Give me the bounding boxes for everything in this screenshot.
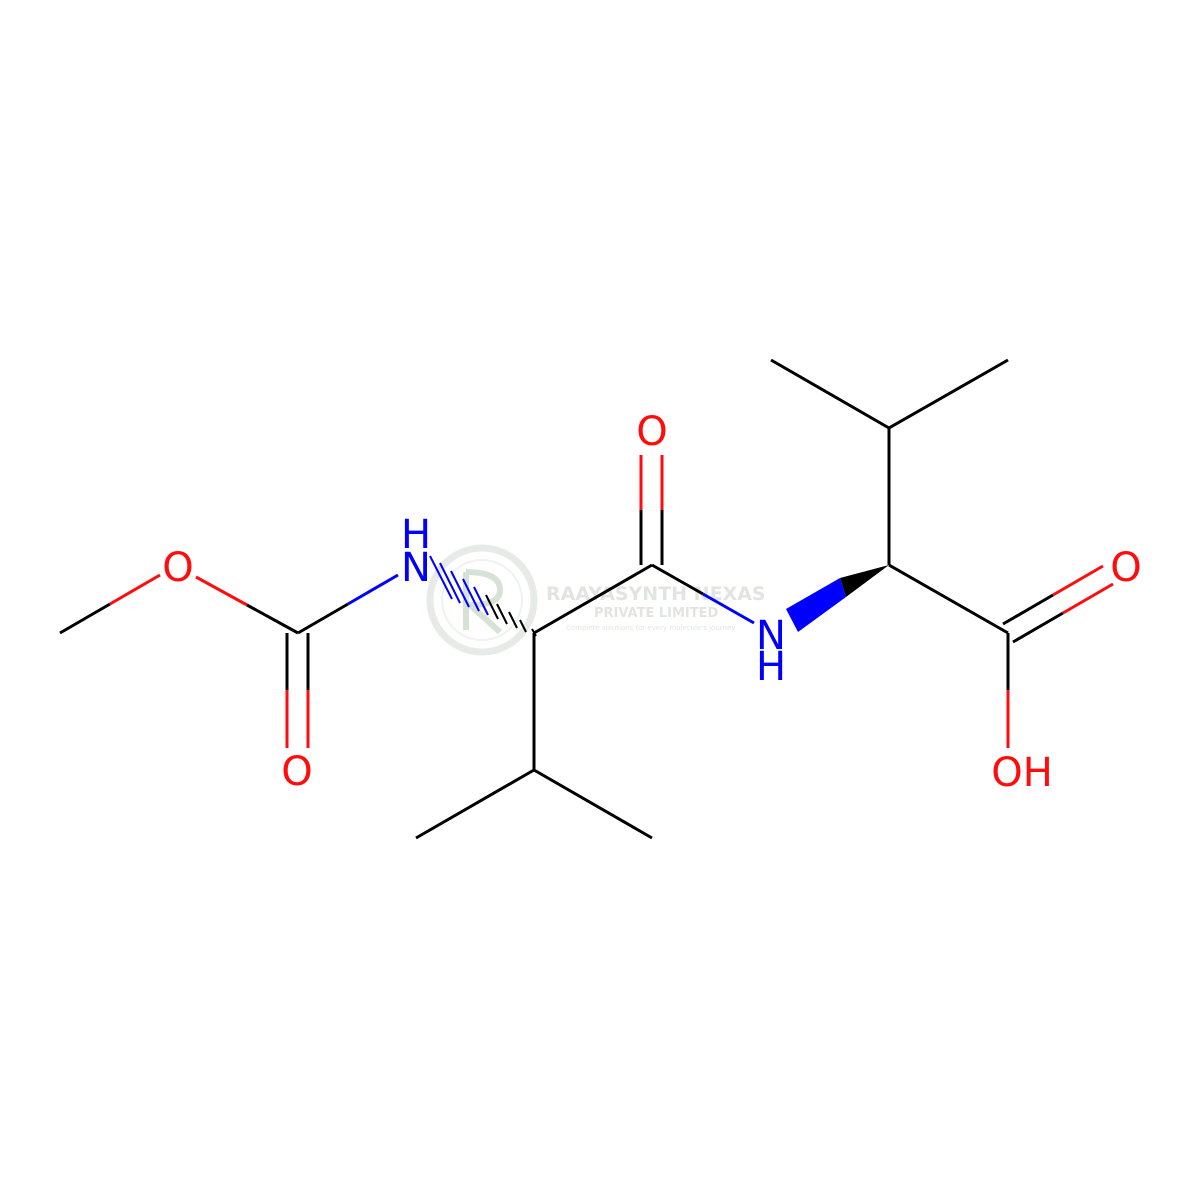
bond-acid-dbl-2b (1062, 582, 1114, 615)
atom-nitrogen-left: N (401, 545, 431, 591)
bond-oxygen-carbamate-a (195, 575, 248, 607)
atom-hydrogen-right: H (756, 644, 786, 690)
atom-hydrogen-left: H (401, 512, 431, 558)
bond-amide-nitrogen-a (651, 563, 704, 596)
solid-wedge-bond (786, 565, 889, 632)
bond-carbamate-nitrogen-a (297, 602, 349, 635)
bond-alpha-amide-carbon (533, 563, 653, 635)
atom-oxygen-amide: O (636, 409, 667, 455)
bond-acid-dbl-2a (1012, 611, 1064, 644)
bond-amide-nitrogen-b (702, 592, 755, 625)
bond-carbamate-nitrogen-b (347, 573, 399, 606)
bond-methyl-oxygen-b (109, 573, 161, 606)
atom-hydroxyl-acid: OH (991, 750, 1053, 796)
bond-methyl-oxygen-a (59, 602, 111, 635)
atom-labels: O H N O O N H O OH (162, 409, 1141, 796)
bond-isopropyl-methyl-left-1 (415, 768, 535, 840)
hashed-wedge-bond (429, 555, 537, 637)
watermark-logo-glyph (462, 569, 504, 635)
bond-isopropyl-methyl-right-2 (888, 358, 1009, 430)
atom-oxygen-carbamate: O (281, 749, 312, 795)
atom-oxygen-acid: O (1110, 545, 1141, 591)
watermark-line3: Complete solutions for every molecule's … (566, 624, 735, 632)
watermark-line2: PRIVATE LIMITED (594, 606, 719, 621)
bond-oxygen-carbamate-b (246, 603, 299, 635)
bond-acid-dbl-1a (1002, 593, 1054, 626)
watermark-logo-circle (426, 544, 538, 656)
watermark-logo-inner (441, 559, 523, 641)
bond-acid-dbl-1b (1052, 564, 1104, 597)
atom-oxygen-ester: O (162, 545, 193, 591)
bond-isopropyl-methyl-left-2 (533, 768, 653, 840)
atom-nitrogen-right: N (756, 613, 786, 659)
bonds (59, 358, 1114, 840)
bond-isopropyl-methyl-right-1 (770, 358, 890, 430)
watermark-line1: RAAYASYNTH NEXAS (546, 583, 766, 605)
bond-alpha-carboxyl-carbon (888, 563, 1009, 635)
